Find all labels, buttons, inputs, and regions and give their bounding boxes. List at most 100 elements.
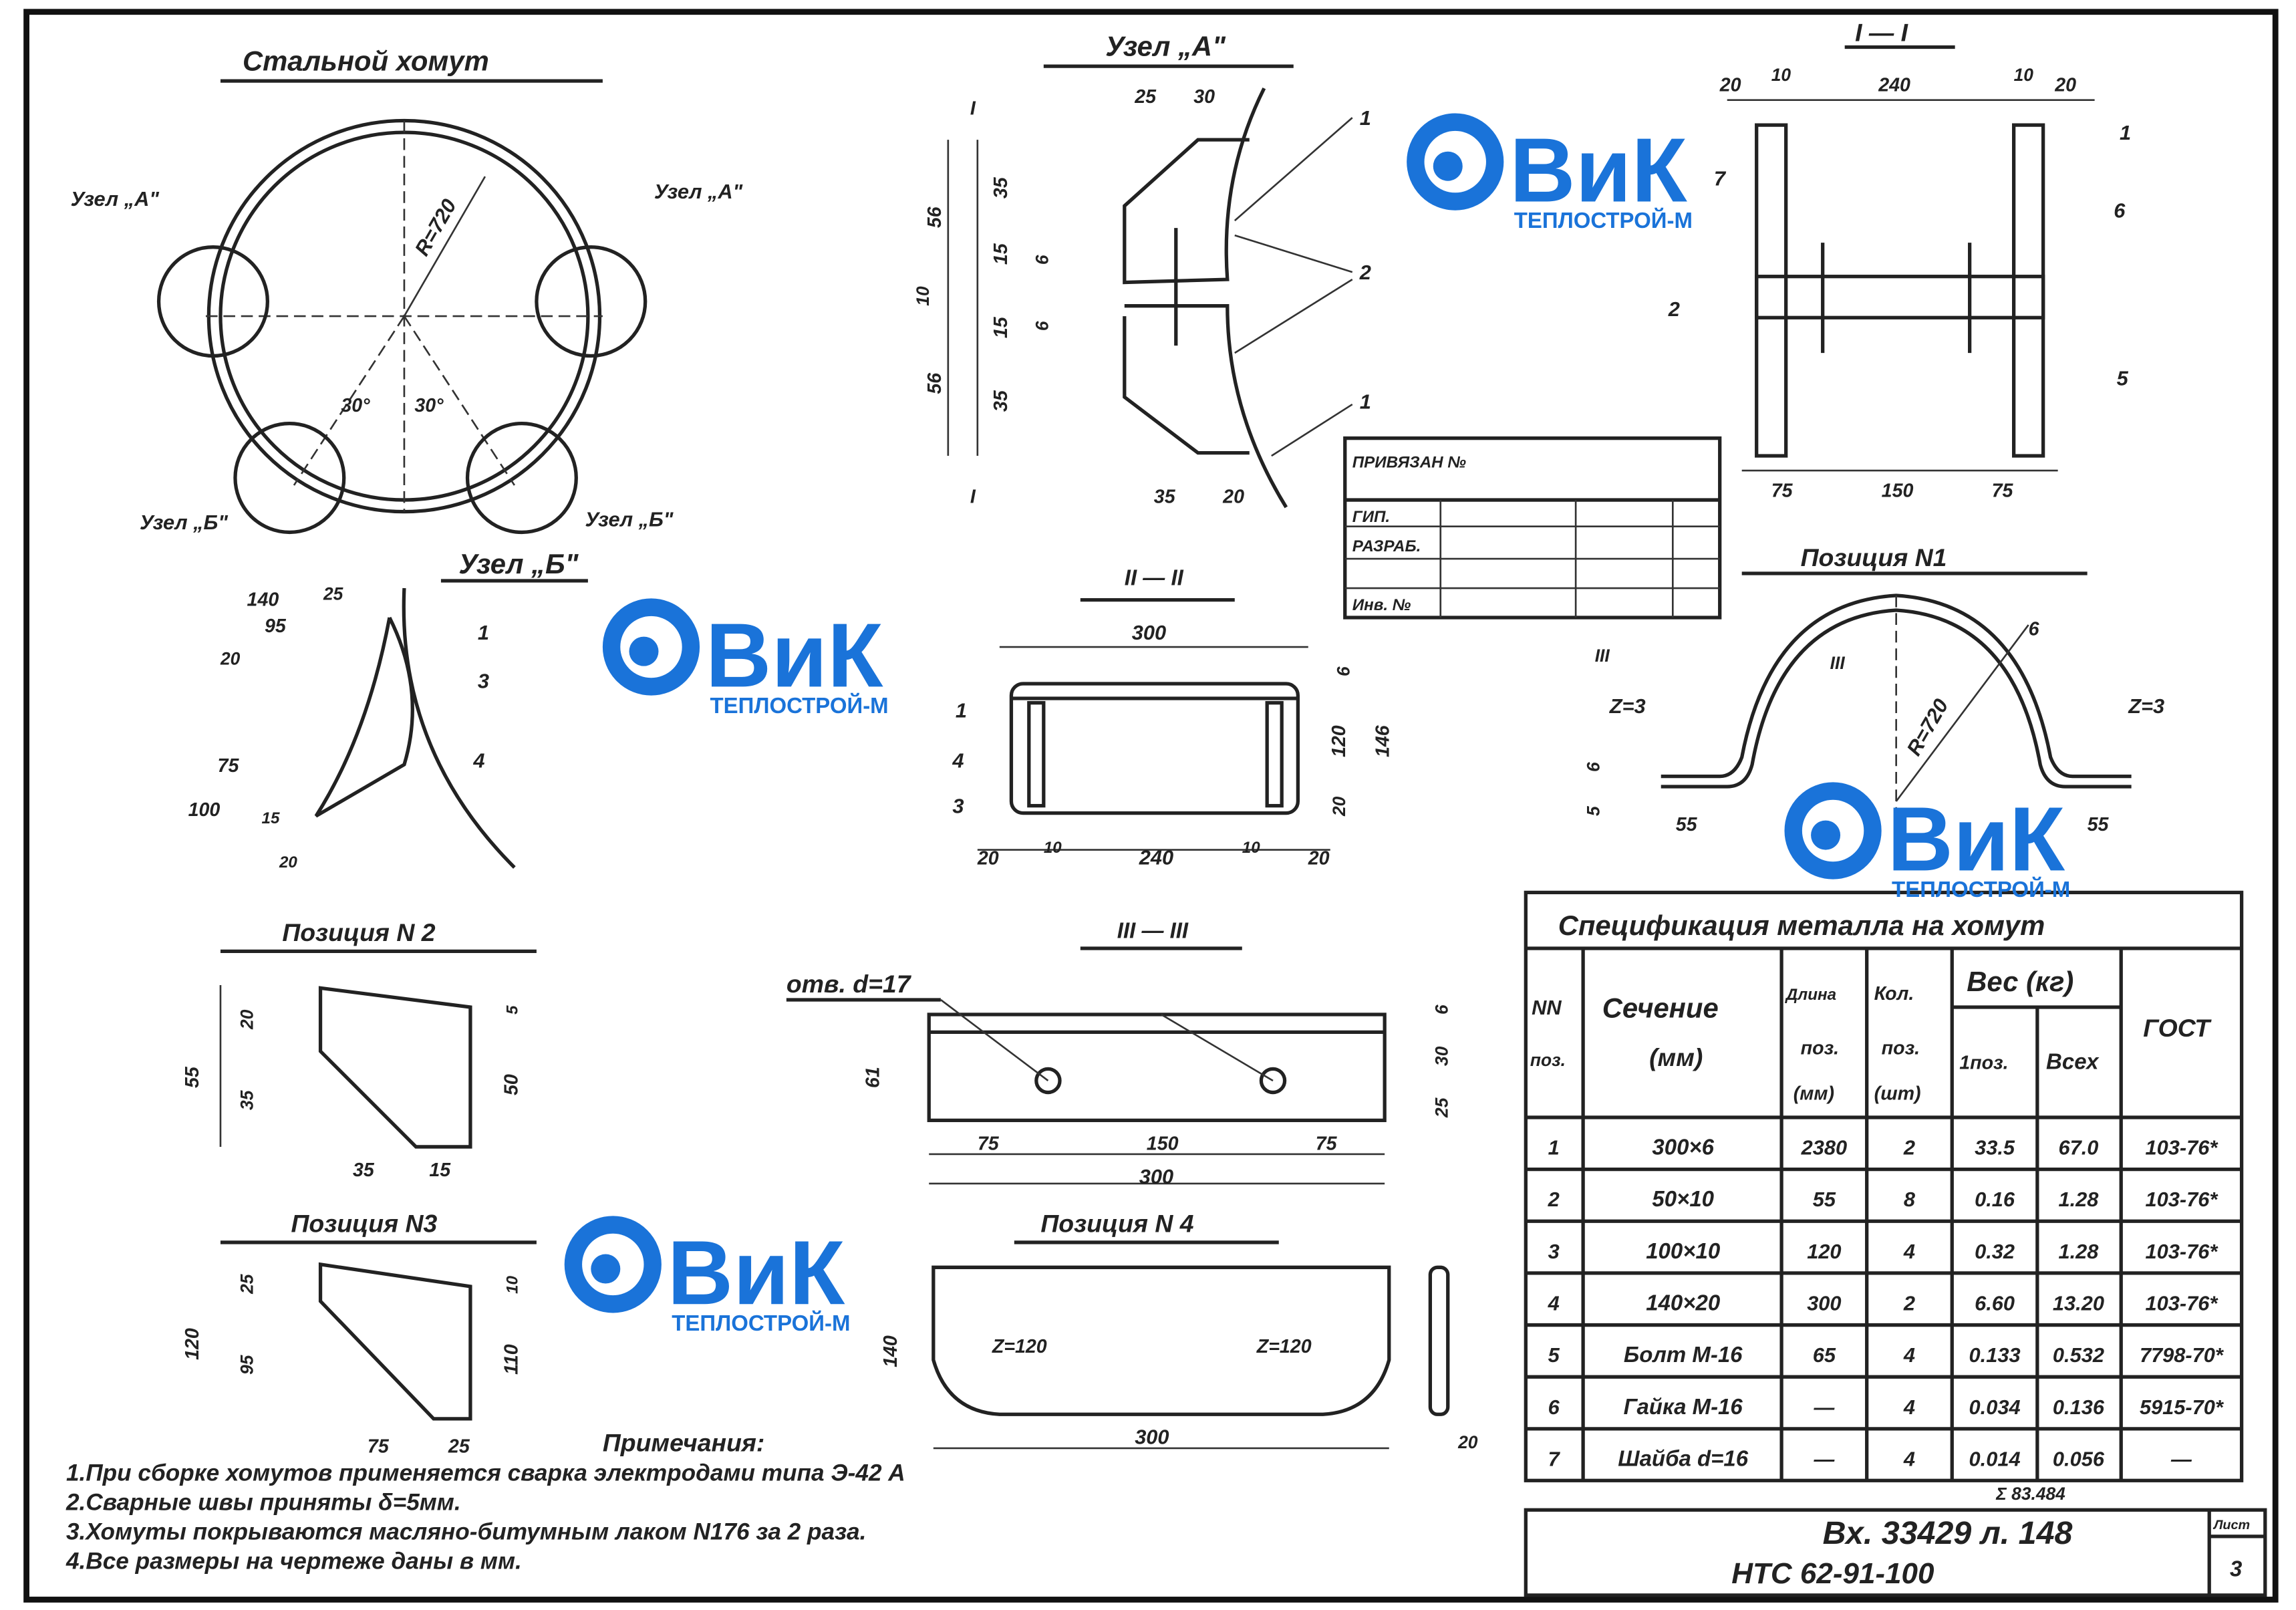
cell-n: 4: [1548, 1292, 1560, 1315]
cell-section: Шайба d=16: [1618, 1446, 1748, 1471]
cell-wall: 1.28: [2058, 1188, 2099, 1211]
cell-gost: 103-76*: [2146, 1188, 2219, 1211]
cell-gost: 103-76*: [2146, 1292, 2219, 1315]
svg-text:ТЕПЛОСТРОЙ-М: ТЕПЛОСТРОЙ-М: [1514, 207, 1693, 233]
cell-gost: 5915-70*: [2140, 1395, 2225, 1419]
dim-label: 240: [1139, 846, 1173, 869]
svg-text:ВиК: ВиК: [706, 604, 883, 706]
svg-text:ВиК: ВиК: [668, 1222, 845, 1323]
cell-w1: 0.034: [1969, 1395, 2021, 1419]
dim-label: 6: [1333, 666, 1353, 676]
dim-label: 56: [924, 372, 946, 394]
dim-label: 150: [1147, 1133, 1179, 1154]
cell-length: 300: [1807, 1292, 1841, 1315]
cell-section: Болт М-16: [1624, 1342, 1743, 1367]
cell-section: 140×20: [1646, 1291, 1721, 1315]
position-title: Позиция N 2: [282, 918, 435, 946]
dim-label: 6: [1583, 762, 1603, 772]
svg-text:ТЕПЛОСТРОЙ-М: ТЕПЛОСТРОЙ-М: [672, 1310, 850, 1335]
section-mark: III: [1830, 653, 1846, 673]
radius-label: Z=120: [1256, 1336, 1312, 1357]
section-1-1: I — I 20 10 240 10 20 75 150 75 1 7 6 2 …: [1668, 19, 2131, 502]
col-header: поз.: [1801, 1037, 1839, 1059]
cell-n: 7: [1548, 1448, 1561, 1471]
radius-label: Z=3: [1609, 694, 1646, 718]
cell-length: 65: [1813, 1343, 1836, 1367]
radius-label: Z=120: [992, 1336, 1047, 1357]
section-3-3: III — III отв. d=17 61 6 30 25 75 150 75…: [786, 918, 1452, 1188]
cell-length: —: [1813, 1448, 1835, 1471]
cell-qty: 4: [1903, 1448, 1915, 1471]
section-mark: I: [970, 486, 976, 507]
notes: Примечания: 1.При сборке хомутов применя…: [65, 1428, 905, 1574]
watermark-logo: ВиК ТЕПЛОСТРОЙ-М: [564, 1216, 850, 1335]
radius-label: Z=3: [2128, 694, 2164, 718]
dim-label: 300: [1132, 621, 1166, 644]
watermark-logo: ВиК ТЕПЛОСТРОЙ-М: [1784, 782, 2070, 902]
sheet-label: Лист: [2212, 1518, 2250, 1532]
dim-label: 110: [500, 1344, 522, 1375]
dim-label: 20: [1457, 1432, 1478, 1452]
dim-label: 140: [880, 1335, 901, 1367]
table-row: 7 Шайба d=16 — 4 0.014 0.056 —: [1548, 1446, 2192, 1471]
callout: 1: [1360, 106, 1371, 130]
section-2-2: II — II 300 6 120 146 20 20 10 240 10 20…: [952, 565, 1393, 869]
cell-gost: —: [2170, 1448, 2192, 1471]
dim-label: 120: [182, 1328, 203, 1360]
watermark-logo: ВиК ТЕПЛОСТРОЙ-М: [1407, 113, 1693, 233]
cell-n: 3: [1548, 1240, 1560, 1263]
dim-label: 146: [1373, 724, 1394, 757]
cell-wall: 0.056: [2053, 1448, 2105, 1471]
col-header: Всех: [2046, 1049, 2100, 1073]
dim-label: 20: [977, 848, 999, 869]
dim-label: 20: [279, 853, 297, 871]
cell-section: Гайка М-16: [1624, 1394, 1743, 1419]
dim-label: 75: [218, 755, 240, 777]
col-header: Вес (кг): [1967, 966, 2073, 997]
col-header: поз.: [1530, 1050, 1566, 1070]
callout: 1: [478, 621, 489, 644]
note-item: 3.Хомуты покрываются масляно-битумным ла…: [66, 1518, 866, 1545]
col-header: Длина: [1785, 986, 1836, 1004]
sheet-number: 3: [2230, 1556, 2242, 1581]
node-a-callout: Узел „А": [71, 187, 160, 211]
note-item: 1.При сборке хомутов применяется сварка …: [66, 1460, 905, 1486]
note-item: 4.Все размеры на чертеже даны в мм.: [65, 1548, 522, 1574]
callout: 7: [1714, 166, 1727, 190]
dim-label: 55: [2088, 814, 2110, 835]
cell-gost: 103-76*: [2146, 1136, 2219, 1160]
cell-w1: 33.5: [1975, 1136, 2015, 1160]
callout: 1: [2120, 121, 2131, 144]
callout: 1: [956, 699, 967, 722]
dim-label: 15: [990, 316, 1012, 338]
dim-label: 95: [237, 1355, 257, 1375]
cell-qty: 2: [1903, 1136, 1915, 1160]
dim-label: 50: [500, 1074, 522, 1095]
dim-label: 30: [1193, 86, 1215, 108]
position-title: Позиция N3: [291, 1210, 438, 1238]
dim-label: 6: [1432, 1004, 1452, 1015]
dim-label: 10: [913, 286, 933, 306]
section-title: II — II: [1125, 565, 1184, 590]
dim-label: 75: [368, 1436, 390, 1457]
cell-n: 1: [1548, 1136, 1560, 1160]
dim-label: 300: [1139, 1165, 1173, 1188]
dim-label: 6: [1032, 321, 1052, 331]
stamp-label: РАЗРАБ.: [1352, 537, 1421, 555]
dim-label: 20: [1308, 848, 1330, 869]
dim-label: 20: [220, 648, 241, 668]
node-a-callout: Узел „А": [654, 180, 743, 203]
dim-label: 6: [2029, 618, 2040, 640]
dim-label: 20: [1719, 75, 1741, 96]
dim-label: 55: [182, 1066, 203, 1088]
col-header: поз.: [1882, 1037, 1920, 1059]
title-block: Вх. 33429 л. 148 НТС 62-91-100 Лист 3: [1524, 1508, 2267, 1597]
dim-label: 5: [503, 1005, 521, 1015]
spec-total: Σ 83.484: [1995, 1484, 2065, 1504]
cell-w1: 0.014: [1969, 1448, 2021, 1471]
dim-label: 100: [188, 799, 221, 821]
dim-label: 10: [1771, 65, 1791, 85]
col-header: (мм): [1793, 1083, 1834, 1105]
